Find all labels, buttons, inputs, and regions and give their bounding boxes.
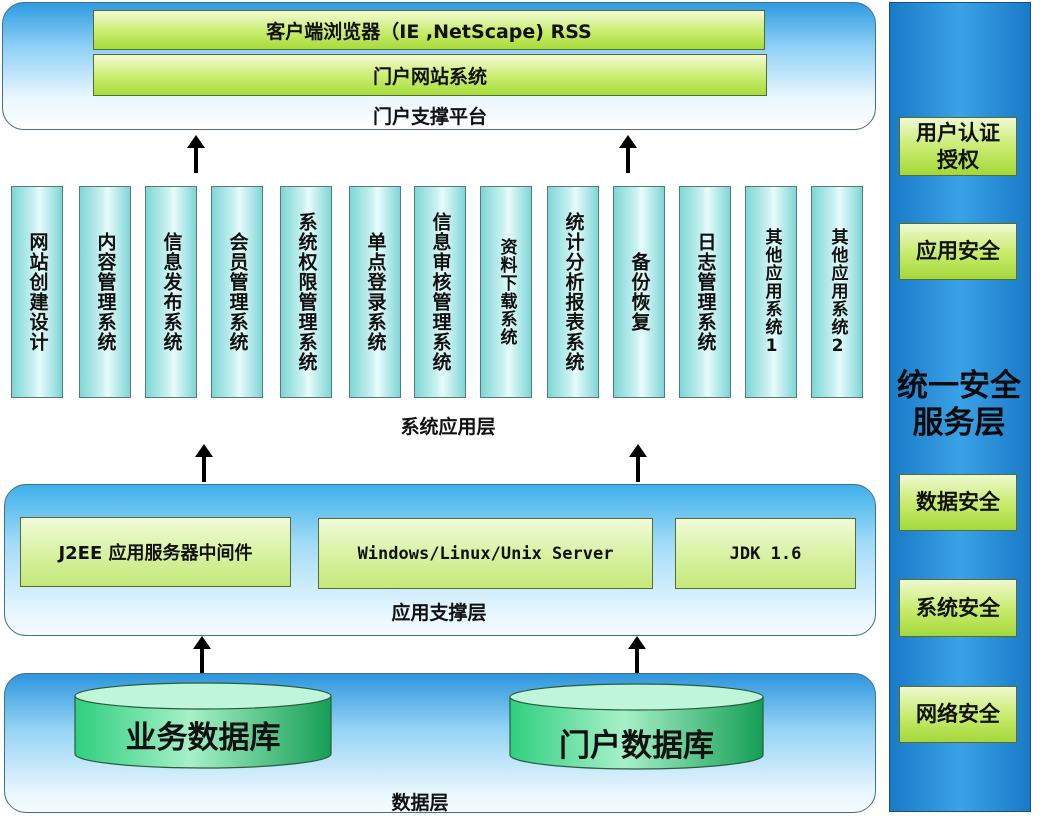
- security-item-system: 系统安全: [899, 579, 1017, 637]
- portal-database-label: 门户数据库: [559, 728, 714, 764]
- arrow-up-icon: [195, 444, 213, 482]
- system-column: 日志管理系统: [679, 186, 731, 398]
- business-database-label: 业务数据库: [125, 720, 281, 756]
- business-database-icon: [74, 682, 332, 769]
- os-server-box: Windows/Linux/Unix Server: [318, 518, 653, 589]
- portal-database-icon: [509, 683, 764, 770]
- system-column: 单点登录系统: [349, 186, 401, 398]
- system-column: 统计分析报表系统: [547, 186, 599, 398]
- system-column: 其他应用系统1: [745, 186, 797, 398]
- jdk-box: JDK 1.6: [675, 518, 856, 589]
- security-layer-title: 统一安全服务层: [897, 368, 1021, 442]
- security-item-data: 数据安全: [899, 474, 1017, 531]
- arrow-up-icon: [193, 636, 211, 674]
- system-column: 信息审核管理系统: [414, 186, 466, 398]
- data-layer-label: 数据层: [391, 792, 449, 814]
- system-column: 系统权限管理系统: [280, 186, 332, 398]
- system-column: 内容管理系统: [79, 186, 131, 398]
- app-layer-label: 系统应用层: [400, 416, 496, 438]
- j2ee-middleware-box: J2EE 应用服务器中间件: [20, 517, 291, 587]
- browser-bar: 客户端浏览器（IE ,NetScape) RSS: [93, 10, 765, 50]
- arrow-up-icon: [187, 135, 205, 173]
- system-column: 会员管理系统: [211, 186, 263, 398]
- arrow-up-icon: [628, 636, 646, 674]
- system-column: 资料下载系统: [480, 186, 532, 398]
- arrow-up-icon: [629, 444, 647, 482]
- security-item-app: 应用安全: [899, 223, 1017, 280]
- system-column: 其他应用系统2: [811, 186, 863, 398]
- portal-layer-label: 门户支撑平台: [372, 106, 487, 128]
- system-column: 备份恢复: [613, 186, 665, 398]
- support-layer-label: 应用支撑层: [391, 602, 487, 624]
- system-column: 信息发布系统: [145, 186, 197, 398]
- system-column: 网站创建设计: [11, 186, 63, 398]
- arrow-up-icon: [619, 135, 637, 173]
- portal-site-bar: 门户网站系统: [93, 54, 767, 96]
- security-item-network: 网络安全: [899, 686, 1017, 743]
- security-item-auth: 用户认证授权: [899, 117, 1017, 176]
